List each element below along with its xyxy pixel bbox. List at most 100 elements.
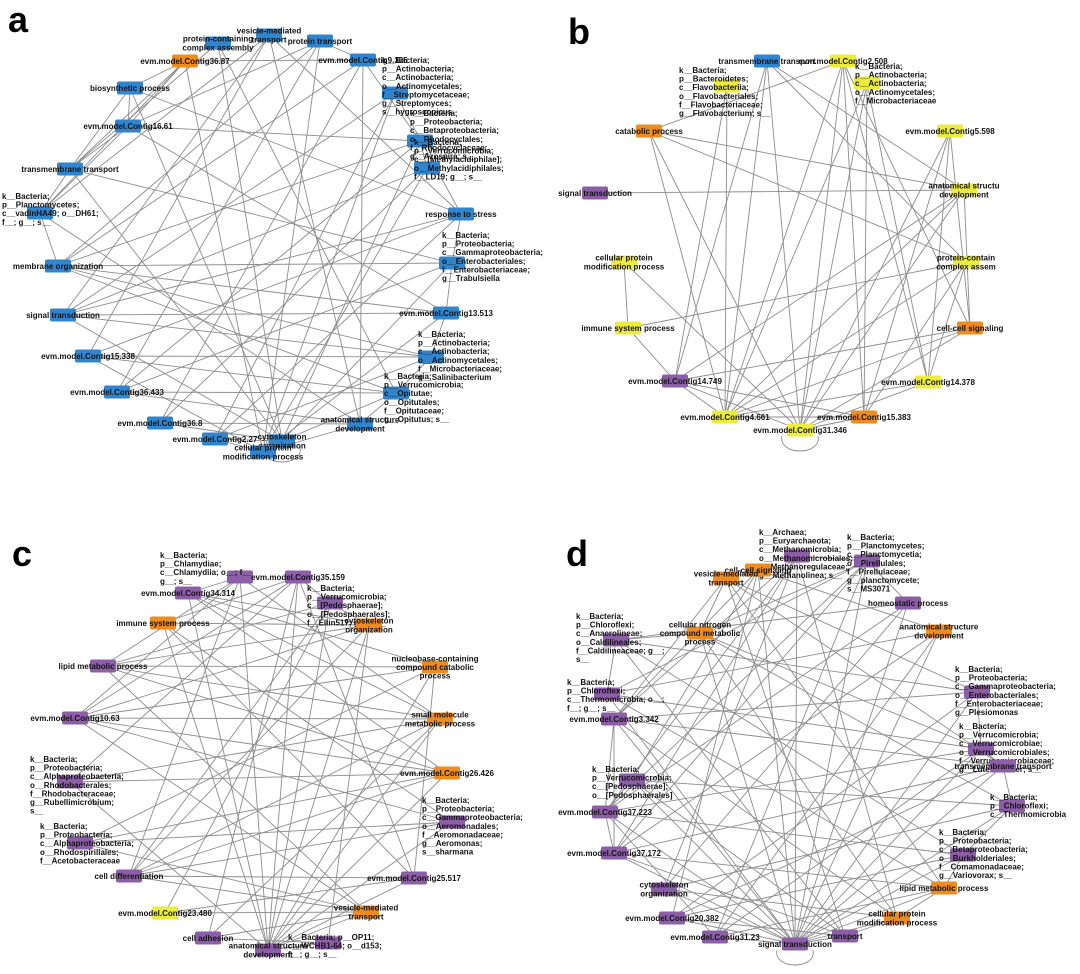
node-d19[interactable]: lipid metabolic process [900,881,989,895]
node-b11[interactable]: cell-cell signaling [937,321,1004,335]
node-box-b7[interactable] [951,183,977,197]
node-box-c10[interactable] [57,775,83,789]
node-a6[interactable]: biosynthetic process [90,81,171,95]
node-box-c8[interactable] [62,711,88,725]
node-box-d16[interactable] [601,846,627,860]
node-box-b3[interactable] [854,76,880,90]
node-d15[interactable]: k__Bacteria;p__Chloroflexi;c__Thermomicr… [990,793,1067,819]
node-c0[interactable]: k__Bacteria;p__Chlamydiae;c__Chlamydiia;… [160,551,253,586]
node-box-c0[interactable] [227,570,253,584]
node-box-c2[interactable] [317,596,343,610]
node-box-b14[interactable] [712,410,738,424]
node-c10[interactable]: k__Bacteria;p__Proteobacteria;c__Alphapr… [30,755,124,816]
node-box-a3[interactable] [172,54,198,68]
node-box-c16[interactable] [152,906,178,920]
node-c11[interactable]: evm.model.Contig26.426 [400,766,494,780]
node-b2[interactable]: k__Bacteria;p__Bacteroidetes;c__Flavobac… [679,66,771,118]
node-box-b4[interactable] [636,124,662,138]
node-c15[interactable]: evm.model.Contig25.517 [367,871,461,885]
node-d17[interactable]: k__Bacteria;p__Proteobacteria;c__Betapro… [939,828,1028,880]
node-b13[interactable]: evm.model.Contig14.378 [881,375,975,389]
node-c14[interactable]: cell differentiation [95,869,164,883]
node-b10[interactable]: immune system process [581,321,675,335]
node-a8[interactable]: evm.model.Contig16.61 [83,119,173,133]
node-box-a22[interactable] [147,416,173,430]
node-box-c3[interactable] [175,586,201,600]
node-a5[interactable]: k__Bacteria;p__Actinobacteria;c__Actinob… [382,56,470,117]
node-b6[interactable]: signal transduction [558,186,632,200]
node-box-d14[interactable] [592,805,618,819]
node-box-b9[interactable] [953,255,979,269]
node-d2[interactable]: cell-cell signaling [725,563,792,577]
node-box-a6[interactable] [117,81,143,95]
node-box-c13[interactable] [439,815,465,829]
node-d9[interactable]: k__Bacteria;p__Proteobacteria;c__Gammapr… [955,665,1056,717]
node-box-d9[interactable] [964,685,990,699]
node-box-d23[interactable] [832,929,858,943]
node-a4[interactable]: evm.model.Contig9.335 [318,53,408,67]
node-a18[interactable]: evm.model.Contig15.338 [41,349,135,363]
node-c16[interactable]: evm.model.Contig23.480 [118,906,212,920]
node-a1[interactable]: protein transport [288,34,353,48]
node-box-d24[interactable] [782,937,808,951]
node-c13[interactable]: k__Bacteria;p__Proteobacteria;c__Gammapr… [422,796,523,857]
node-c2[interactable]: k__Bacteria;p__Verrucomicrobia;c__[Pedos… [307,584,390,627]
node-box-d0[interactable] [784,549,810,563]
node-box-a13[interactable] [439,256,465,270]
node-box-b11[interactable] [957,321,983,335]
node-box-a11[interactable] [448,207,474,221]
node-d22[interactable]: evm.model.Contig31.23 [670,930,760,944]
node-box-a14[interactable] [45,259,71,273]
node-box-a7[interactable] [407,134,433,148]
node-box-a21[interactable] [347,417,373,431]
node-box-a9[interactable] [414,161,440,175]
node-box-c17[interactable] [353,905,379,919]
node-box-a8[interactable] [115,119,141,133]
node-c12[interactable]: k__Bacteria;p__Proteobacteria;c__Alphapr… [40,822,134,865]
node-d0[interactable]: k__Archaea;p__Euryarchaeota;c__Methanomi… [759,528,853,580]
node-d13[interactable]: transmembrane transport [954,759,1052,773]
node-box-d15[interactable] [999,799,1025,813]
node-c19[interactable]: k__Bacteria; p__OP11;c__WCHB1-64; o__d15… [288,933,382,959]
node-box-a12[interactable] [27,206,53,220]
node-box-c14[interactable] [116,869,142,883]
node-b1[interactable]: evm.model.Contig2.508 [798,54,888,68]
node-d1[interactable]: k__Bacteria;p__Planctomycetes;c__Plancto… [847,533,924,594]
node-box-a19[interactable] [383,386,409,400]
node-box-d6[interactable] [603,633,629,647]
node-box-c20[interactable] [255,943,281,957]
node-b12[interactable]: evm.model.Contig14.749 [628,374,722,388]
node-box-d22[interactable] [702,930,728,944]
node-b15[interactable]: evm.model.Contig15.383 [817,410,911,424]
node-b3[interactable]: k__Bacteria;p__Actinobacteria;c__Actinob… [854,62,937,105]
node-b0[interactable]: transmembrane transport [718,54,816,68]
node-d16[interactable]: evm.model.Contig37.172 [567,846,661,860]
node-box-c4[interactable] [150,616,176,630]
node-box-a15[interactable] [433,306,459,320]
node-d20[interactable]: evm.model.Contig20.382 [625,911,719,925]
node-box-d10[interactable] [601,712,627,726]
node-d23[interactable]: transport [827,929,863,943]
node-c1[interactable]: evm.model.Contig35.159 [251,570,345,584]
node-a13[interactable]: k__Bacteria;p__Proteobacteria;c__Gammapr… [439,231,543,283]
node-c6[interactable]: lipid metabolic process [59,659,148,673]
node-box-a17[interactable] [418,350,444,364]
node-box-a10[interactable] [57,162,83,176]
node-d8[interactable]: k__Bacteria;p__Chloroflexi;c__Thermomicr… [567,678,664,713]
node-b16[interactable]: evm.model.Contig31.346 [753,423,847,437]
node-a16[interactable]: signal transduction [26,308,100,322]
node-a19[interactable]: k__Bacteria;p__Verrucomicrobia;c__Opitut… [383,372,464,424]
node-box-b8[interactable] [611,255,637,269]
node-c3[interactable]: evm.model.Contig34.314 [141,586,235,600]
